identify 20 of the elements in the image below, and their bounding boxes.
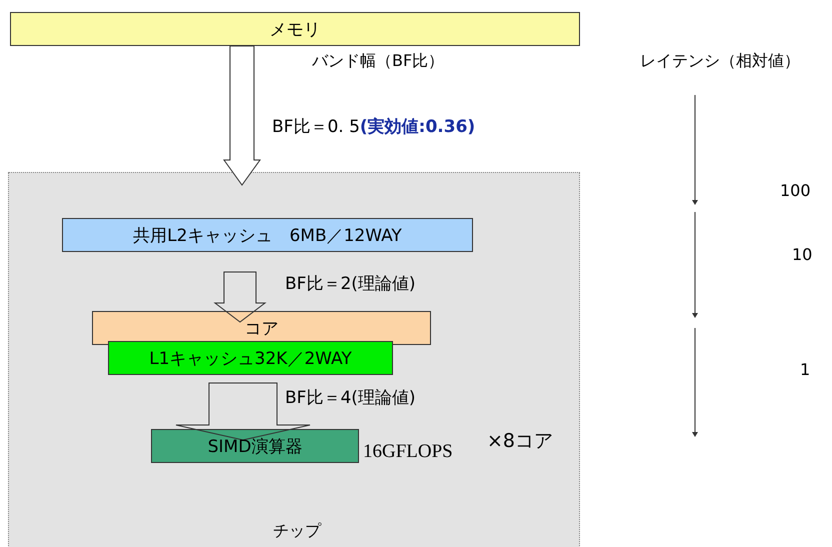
multiplier-label: ×8コア [487, 429, 554, 454]
scale-value: 10 [792, 245, 812, 264]
block-arrow [176, 382, 310, 441]
core-box: コア [92, 311, 431, 345]
scale-value: 1 [800, 360, 810, 379]
area-label: チップ [273, 521, 321, 542]
node-caption: 16GFLOPS [363, 441, 453, 463]
edge-label: BF比＝4(理論値) [285, 387, 416, 409]
cache-box: 共用L2キャッシュ 6MB／12WAY [62, 218, 473, 252]
edge-label: BF比＝0. 5(実効値:0.36) [272, 116, 476, 138]
memory-box: メモリ [10, 12, 580, 46]
scale-value: 100 [780, 181, 811, 200]
block-arrow [214, 272, 266, 323]
edge-label: BF比＝2(理論値) [285, 273, 416, 295]
axis-title: バンド幅（BF比） [312, 51, 444, 72]
chip-area [8, 172, 580, 547]
cache-box: L1キャッシュ32K／2WAY [108, 341, 393, 375]
axis-title: レイテンシ（相対値） [640, 51, 800, 72]
alu-box: SIMD演算器 [151, 429, 359, 463]
block-arrow [223, 46, 261, 186]
